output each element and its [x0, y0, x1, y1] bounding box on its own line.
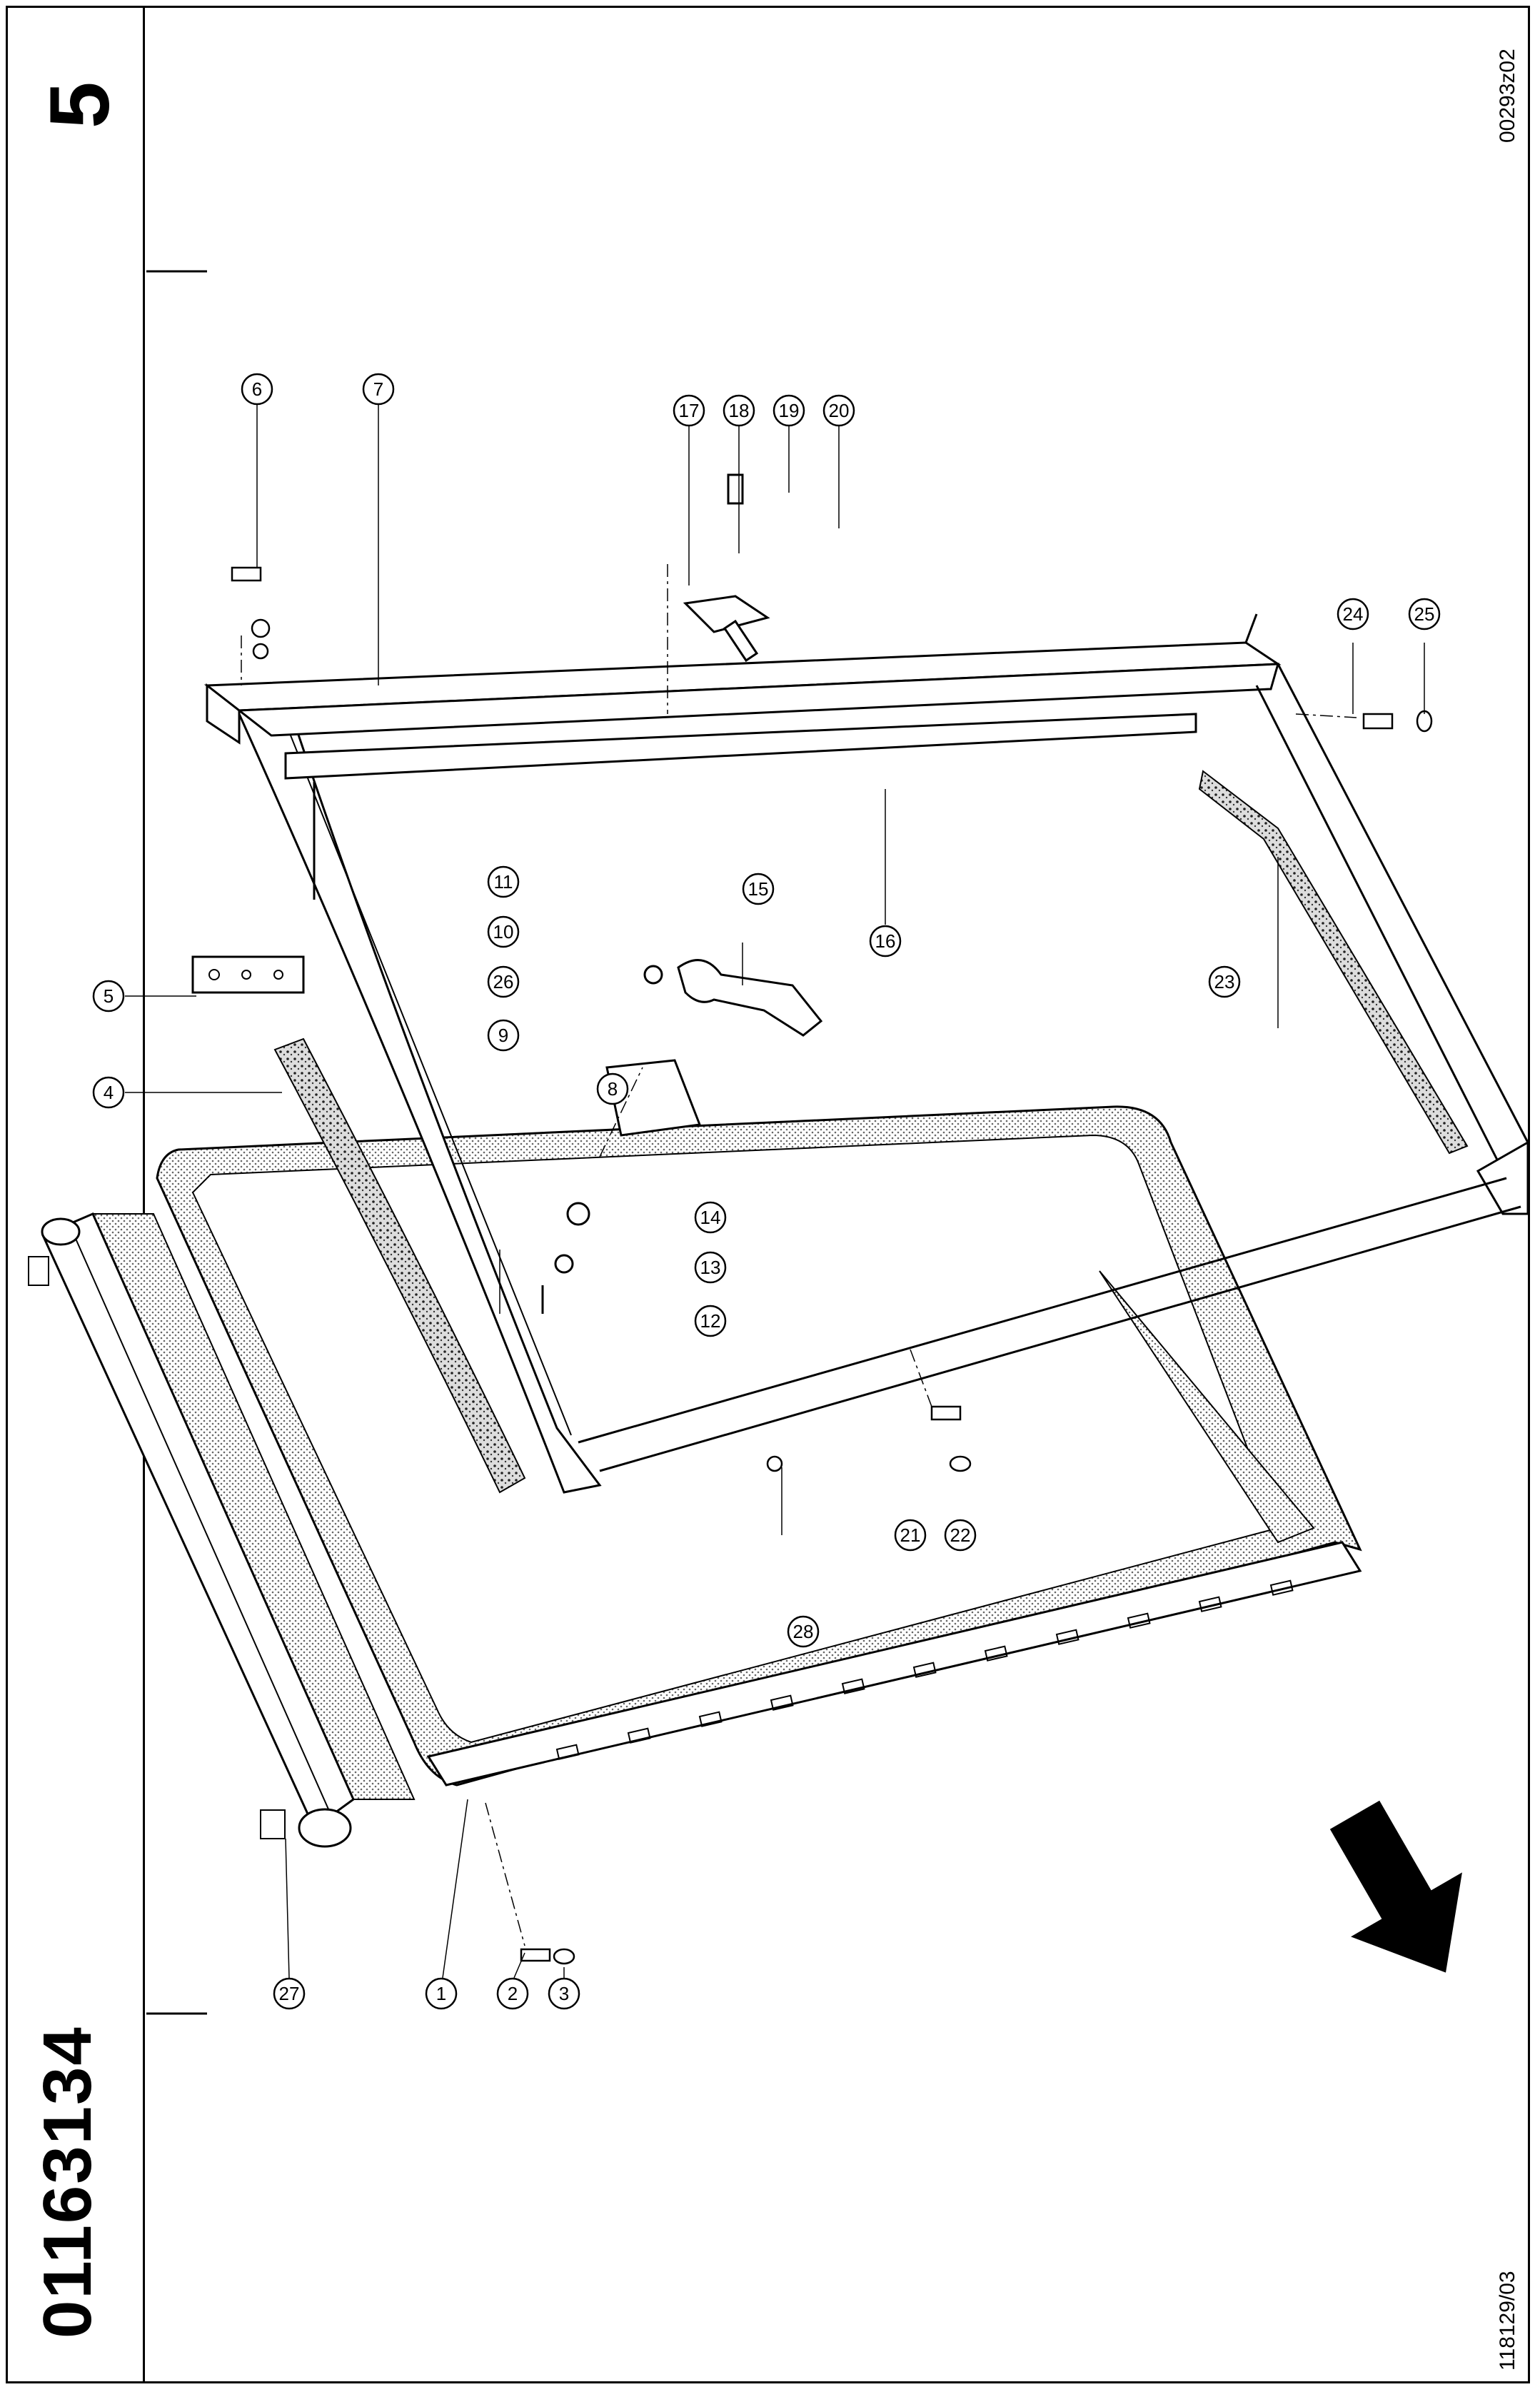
callout-22: 22: [944, 1519, 977, 1552]
callout-label: 10: [493, 921, 514, 943]
callout-24: 24: [1337, 598, 1369, 630]
callout-label: 27: [279, 1983, 300, 2004]
callout-label: 18: [729, 400, 750, 421]
callout-label: 25: [1414, 603, 1435, 625]
callout-label: 21: [900, 1524, 921, 1546]
callout-3: 3: [548, 1977, 580, 2010]
main-frame: [203, 613, 1529, 1472]
callout-label: 5: [104, 985, 114, 1007]
callout-2: 2: [496, 1977, 529, 2010]
callout-label: 17: [679, 400, 700, 421]
hinge-assembly: [541, 959, 823, 1314]
callout-label: 15: [748, 878, 769, 900]
seal-strip: [1198, 770, 1469, 1155]
callout-18: 18: [723, 394, 755, 427]
callout-label: 13: [700, 1257, 721, 1278]
callout-13: 13: [694, 1251, 727, 1284]
callout-label: 3: [559, 1983, 569, 2004]
callout-14: 14: [694, 1201, 727, 1234]
callout-5: 5: [92, 980, 125, 1012]
callout-label: 16: [875, 930, 896, 952]
direction-arrow-icon: [1329, 1800, 1462, 1973]
callout-26: 26: [487, 965, 520, 998]
callout-10: 10: [487, 915, 520, 948]
callout-27: 27: [273, 1977, 306, 2010]
callout-20: 20: [822, 394, 855, 427]
callout-label: 28: [793, 1621, 814, 1642]
callout-label: 22: [950, 1524, 971, 1546]
callout-8: 8: [596, 1072, 629, 1105]
callout-label: 6: [252, 378, 262, 400]
hinge: [683, 473, 770, 663]
callout-4: 4: [92, 1076, 125, 1109]
callout-6: 6: [241, 373, 273, 406]
callout-label: 11: [494, 871, 513, 893]
callout-label: 24: [1343, 603, 1364, 625]
callout-12: 12: [694, 1305, 727, 1337]
assembly-lines: [241, 564, 1357, 1946]
callout-label: 12: [700, 1310, 721, 1332]
leader-lines: [125, 403, 1425, 1979]
top-curved-profile: [234, 684, 602, 1494]
window-pane: [156, 1105, 1362, 1787]
callout-11: 11: [487, 865, 520, 898]
callout-25: 25: [1408, 598, 1441, 630]
callout-1: 1: [425, 1977, 458, 2010]
callout-label: 26: [493, 971, 514, 993]
callout-19: 19: [772, 394, 805, 427]
callout-label: 1: [436, 1983, 446, 2004]
callout-label: 23: [1214, 971, 1235, 993]
callout-17: 17: [673, 394, 705, 427]
callout-label: 4: [104, 1082, 114, 1103]
callout-label: 14: [700, 1207, 721, 1228]
callout-label: 7: [373, 378, 383, 400]
callout-21: 21: [894, 1519, 927, 1552]
callout-16: 16: [869, 925, 902, 958]
callout-label: 19: [779, 400, 800, 421]
roller-blind: [28, 1212, 416, 1848]
callout-label: 20: [829, 400, 850, 421]
title-strip-divider: [143, 6, 145, 2383]
callout-7: 7: [362, 373, 395, 406]
fasteners: [231, 566, 1433, 1965]
callout-23: 23: [1208, 965, 1241, 998]
callout-15: 15: [742, 873, 775, 905]
bracket: [191, 955, 305, 994]
callout-label: 8: [608, 1078, 618, 1100]
callout-9: 9: [487, 1019, 520, 1052]
callout-28: 28: [787, 1615, 820, 1648]
callout-label: 9: [498, 1025, 508, 1046]
callout-label: 2: [508, 1983, 518, 2004]
